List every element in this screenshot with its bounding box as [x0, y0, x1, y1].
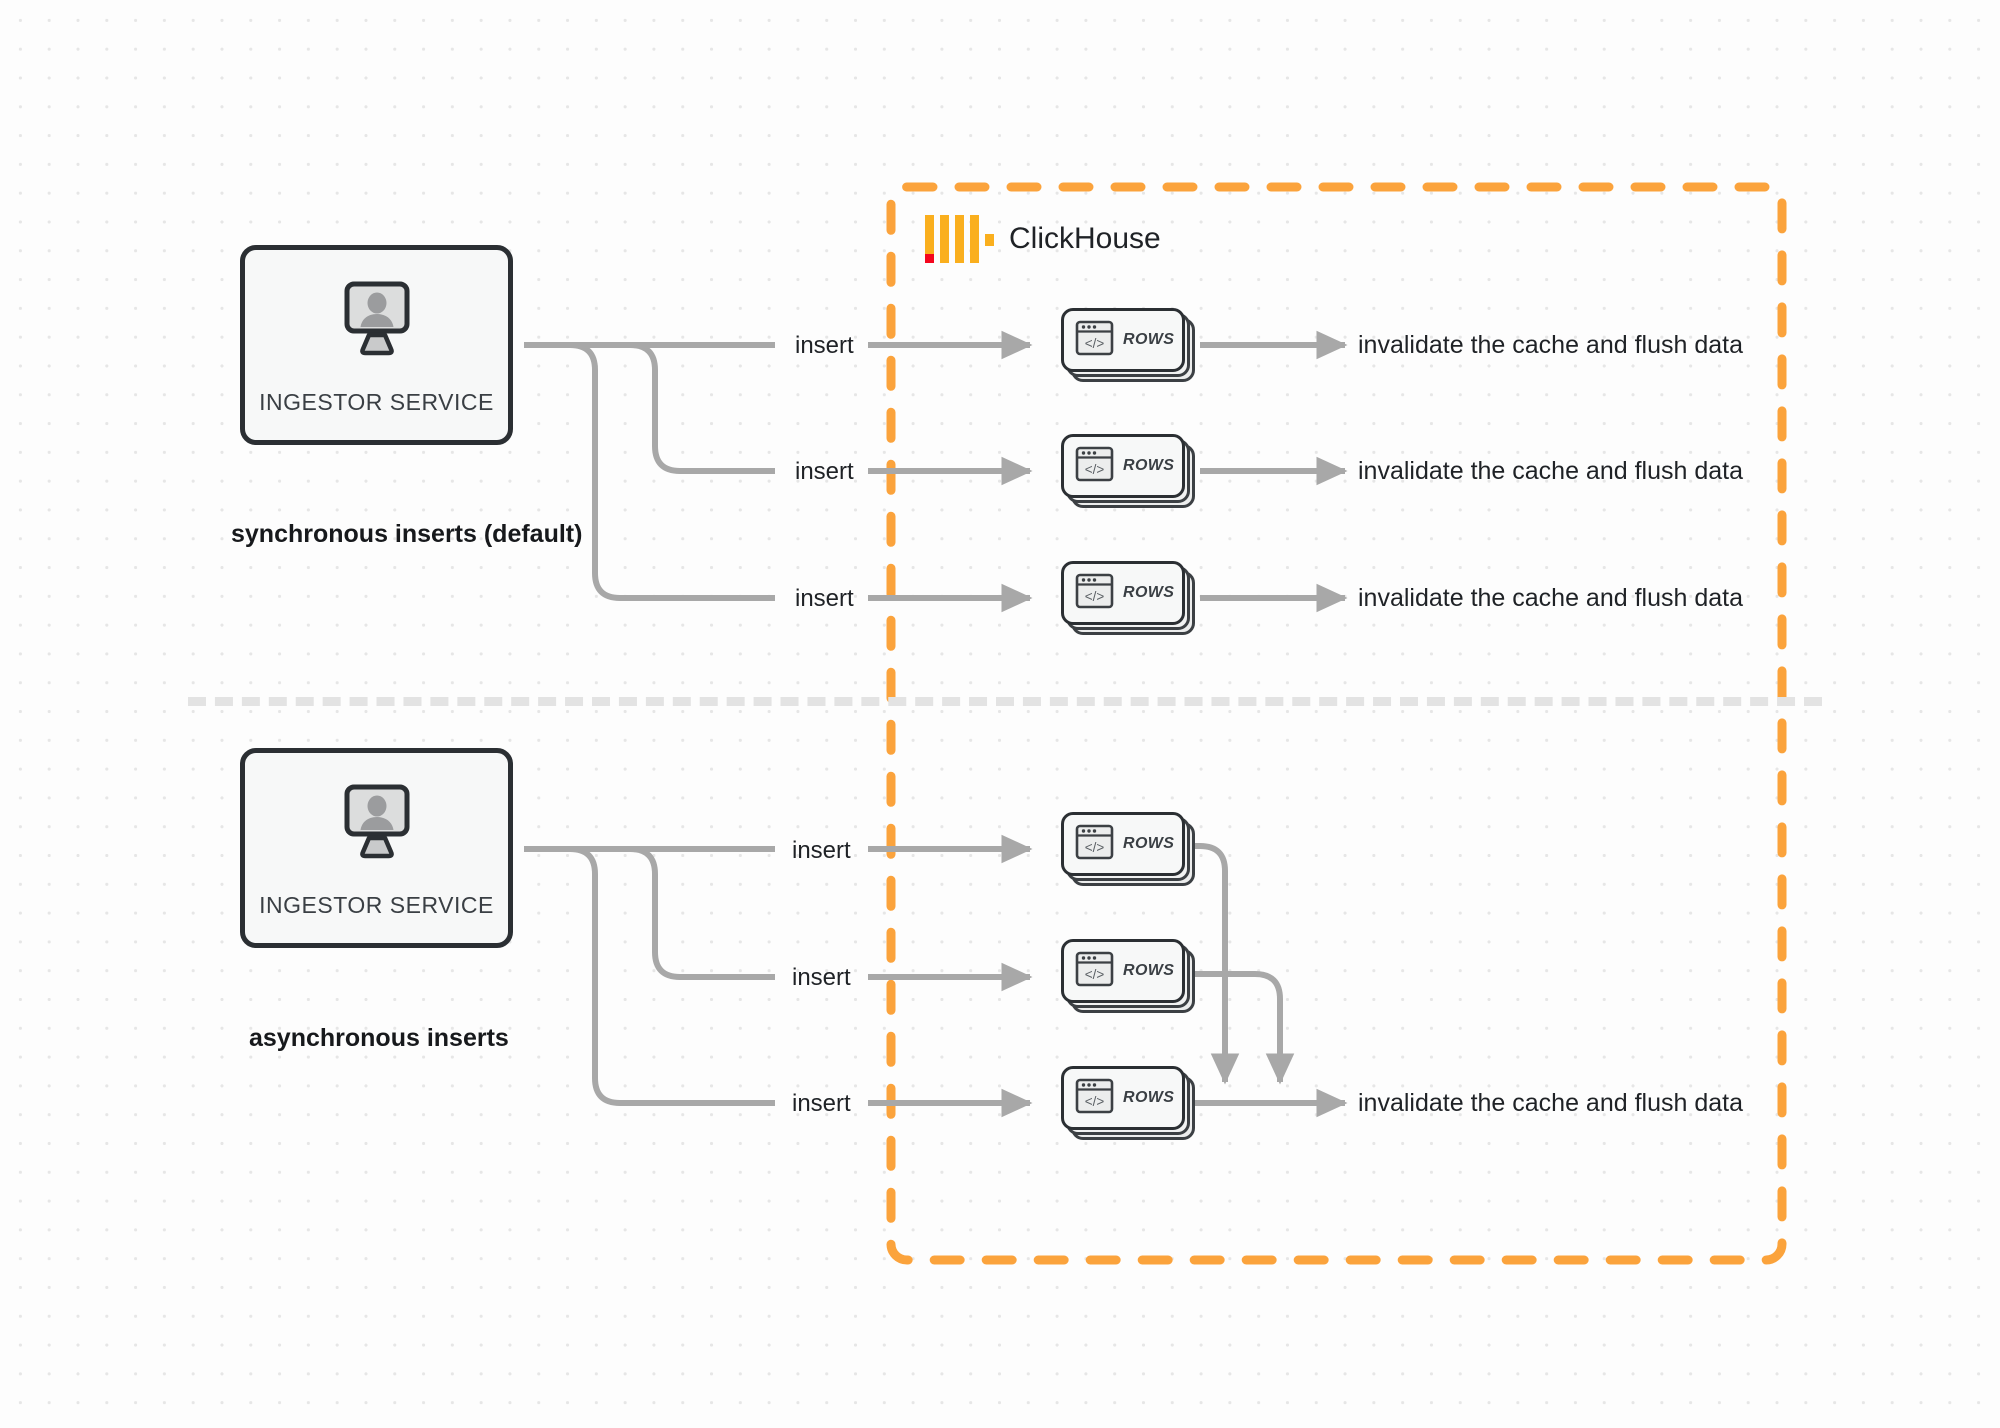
- async-rows-node-3[interactable]: </> ROWS: [1061, 1066, 1195, 1140]
- section-divider: [188, 697, 1822, 706]
- sync-insert-arrows: [868, 330, 1033, 613]
- monitor-user-icon: [327, 280, 427, 377]
- code-window-icon: </>: [1075, 951, 1114, 992]
- sync-rows-node-1[interactable]: </> ROWS: [1061, 308, 1195, 382]
- clickhouse-boundary: [886, 182, 1787, 1265]
- async-insert-label-3: insert: [792, 1090, 851, 1117]
- sync-rows-label-1: ROWS: [1123, 331, 1175, 348]
- async-rows-label-3: ROWS: [1123, 1089, 1175, 1106]
- sync-rows-label-3: ROWS: [1123, 584, 1175, 601]
- async-rows-node-1[interactable]: </> ROWS: [1061, 812, 1195, 886]
- async-insert-arrows: [868, 834, 1033, 1118]
- sync-fanout-edges: [524, 342, 775, 601]
- sync-rows-node-2[interactable]: </> ROWS: [1061, 434, 1195, 508]
- sync-insert-label-2: insert: [795, 458, 854, 485]
- async-insert-label-2: insert: [792, 964, 851, 991]
- sync-ingestor-service-label: INGESTOR SERVICE: [259, 389, 494, 415]
- svg-text:</>: </>: [1085, 840, 1105, 855]
- svg-text:</>: </>: [1085, 462, 1105, 477]
- sync-section-caption: synchronous inserts (default): [231, 520, 583, 548]
- async-rows-node-2[interactable]: </> ROWS: [1061, 939, 1195, 1013]
- sync-sink-label-2: invalidate the cache and flush data: [1358, 457, 1743, 485]
- async-section-caption: asynchronous inserts: [249, 1024, 509, 1052]
- async-insert-label-1: insert: [792, 837, 851, 864]
- sync-insert-label-1: insert: [795, 332, 854, 359]
- async-ingestor-service-node[interactable]: INGESTOR SERVICE: [240, 748, 513, 948]
- code-window-icon: </>: [1075, 320, 1114, 361]
- sync-rows-node-3[interactable]: </> ROWS: [1061, 561, 1195, 635]
- svg-text:</>: </>: [1085, 967, 1105, 982]
- async-merge-edges: [1192, 843, 1348, 1118]
- async-ingestor-service-label: INGESTOR SERVICE: [259, 892, 494, 918]
- svg-text:</>: </>: [1085, 1094, 1105, 1109]
- sync-sink-arrows: [1200, 330, 1348, 613]
- monitor-user-icon: [327, 783, 427, 880]
- clickhouse-logo-icon: [925, 215, 994, 263]
- code-window-icon: </>: [1075, 824, 1114, 865]
- sync-insert-label-3: insert: [795, 585, 854, 612]
- clickhouse-brand-label: ClickHouse: [1009, 222, 1161, 255]
- code-window-icon: </>: [1075, 573, 1114, 614]
- sync-sink-label-3: invalidate the cache and flush data: [1358, 584, 1743, 612]
- sync-rows-label-2: ROWS: [1123, 457, 1175, 474]
- async-fanout-edges: [524, 846, 775, 1106]
- code-window-icon: </>: [1075, 446, 1114, 487]
- code-window-icon: </>: [1075, 1078, 1114, 1119]
- svg-text:</>: </>: [1085, 589, 1105, 604]
- async-merged-sink-label: invalidate the cache and flush data: [1358, 1089, 1743, 1117]
- sync-ingestor-service-node[interactable]: INGESTOR SERVICE: [240, 245, 513, 445]
- async-rows-label-1: ROWS: [1123, 835, 1175, 852]
- clickhouse-brand: ClickHouse: [925, 215, 1161, 263]
- svg-text:</>: </>: [1085, 336, 1105, 351]
- sync-sink-label-1: invalidate the cache and flush data: [1358, 331, 1743, 359]
- async-rows-label-2: ROWS: [1123, 962, 1175, 979]
